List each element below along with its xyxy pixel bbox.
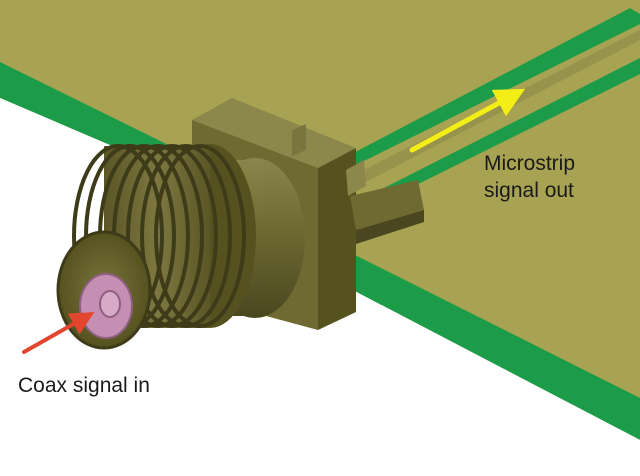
connector-pin-top (292, 124, 306, 156)
microstrip-output-label: Microstrip signal out (484, 150, 624, 205)
input-arrow (22, 312, 95, 354)
connector-center-pin (346, 160, 366, 196)
coax-input-label: Coax signal in (18, 374, 150, 397)
connector-ground-tab (350, 180, 424, 230)
output-label-line2: signal out (484, 179, 574, 203)
microstrip-trace-lower (380, 58, 640, 200)
connector-threads (72, 144, 256, 328)
connector-ground-tab-side (356, 210, 424, 244)
connector-center-contact (99, 290, 121, 318)
microstrip-trace-upper (340, 8, 640, 170)
output-label-line1: Microstrip (484, 152, 576, 175)
connector-flange-side (318, 148, 356, 330)
pcb-board-edge-right (345, 250, 640, 440)
output-arrow (409, 88, 526, 153)
connector-flange-top (192, 98, 356, 168)
